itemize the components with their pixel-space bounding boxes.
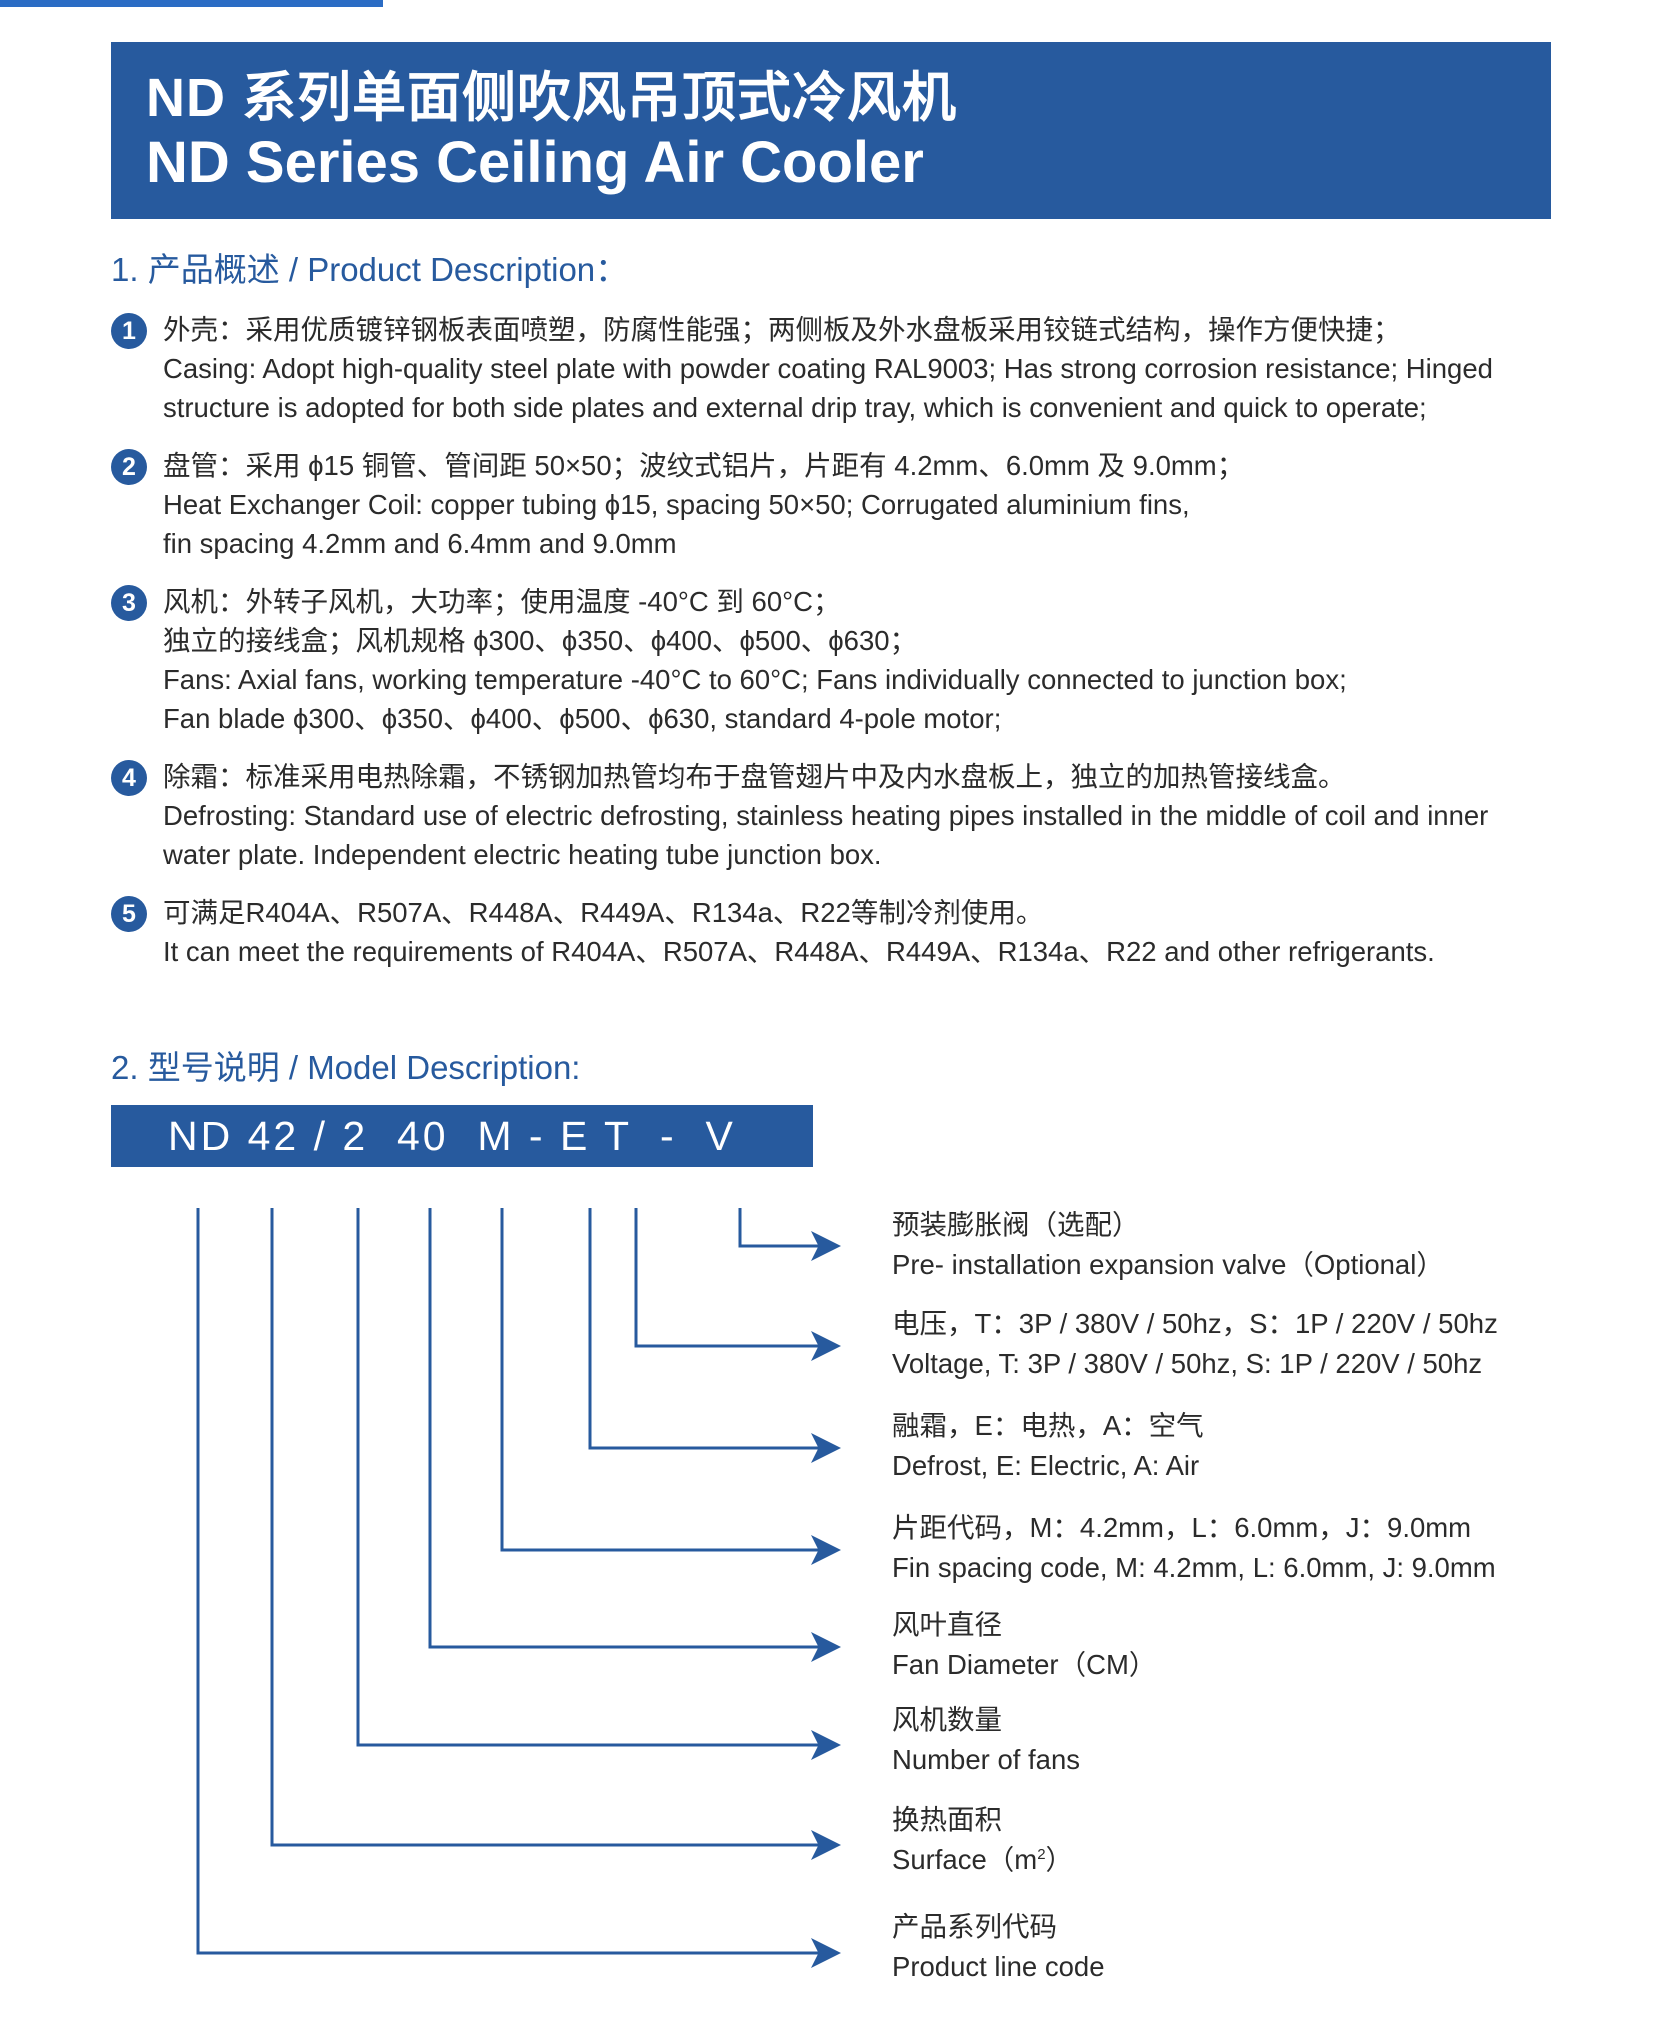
connector-fan-count bbox=[356, 1208, 841, 1760]
label-zh: 产品系列代码 bbox=[892, 1911, 1057, 1942]
top-accent-bar bbox=[0, 0, 383, 7]
item-text-line: Fan blade ϕ300、ϕ350、ϕ400、ϕ500、ϕ630, stan… bbox=[163, 703, 1002, 734]
label-zh: 电压，T：3P / 380V / 50hz，S：1P / 220V / 50hz bbox=[892, 1308, 1498, 1339]
page-header: ND 系列单面侧吹风吊顶式冷风机 ND Series Ceiling Air C… bbox=[111, 42, 1551, 219]
label-zh: 风叶直径 bbox=[892, 1609, 1002, 1640]
product-description-list: 1 外壳：采用优质镀锌钢板表面喷塑，防腐性能强；两侧板及外水盘板采用铰链式结构，… bbox=[111, 310, 1571, 990]
label-en: Defrost, E: Electric, A: Air bbox=[892, 1450, 1200, 1481]
item-text-line: structure is adopted for both side plate… bbox=[163, 392, 1427, 423]
item-text-line: 盘管：采用 ϕ15 铜管、管间距 50×50；波纹式铝片，片距有 4.2mm、6… bbox=[163, 450, 1245, 481]
label-fan-count: 风机数量 Number of fans bbox=[892, 1700, 1080, 1780]
connector-surface bbox=[270, 1208, 841, 1860]
item-number-badge: 4 bbox=[111, 760, 147, 796]
title-english: ND Series Ceiling Air Cooler bbox=[146, 130, 924, 195]
item-text-line: Casing: Adopt high-quality steel plate w… bbox=[163, 353, 1493, 384]
list-item: 4 除霜：标准采用电热除霜，不锈钢加热管均布于盘管翅片中及内水盘板上，独立的加热… bbox=[111, 757, 1571, 874]
title-chinese: ND 系列单面侧吹风吊顶式冷风机 bbox=[146, 68, 957, 128]
label-en: Pre- installation expansion valve（Option… bbox=[892, 1249, 1444, 1280]
label-fan-diameter: 风叶直径 Fan Diameter（CM） bbox=[892, 1605, 1156, 1685]
connector-product-line bbox=[196, 1208, 841, 1968]
model-description-heading: 2. 型号说明 / Model Description: bbox=[111, 1049, 581, 1086]
item-text-line: Fans: Axial fans, working temperature -4… bbox=[163, 664, 1347, 695]
label-en: Fan Diameter（CM） bbox=[892, 1649, 1157, 1680]
label-en: Voltage, T: 3P / 380V / 50hz, S: 1P / 22… bbox=[892, 1348, 1483, 1379]
label-product-line: 产品系列代码 Product line code bbox=[892, 1907, 1105, 1987]
item-number-badge: 2 bbox=[111, 449, 147, 485]
list-item: 2 盘管：采用 ϕ15 铜管、管间距 50×50；波纹式铝片，片距有 4.2mm… bbox=[111, 446, 1571, 563]
item-number-badge: 3 bbox=[111, 585, 147, 621]
label-surface: 换热面积 Surface（m2） bbox=[892, 1800, 1073, 1880]
label-en: Fin spacing code, M: 4.2mm, L: 6.0mm, J:… bbox=[892, 1552, 1496, 1583]
item-text-line: 风机：外转子风机，大功率；使用温度 -40°C 到 60°C； bbox=[163, 586, 841, 617]
label-en: Product line code bbox=[892, 1951, 1105, 1982]
label-zh: 预装膨胀阀（选配） bbox=[892, 1209, 1140, 1240]
item-text-line: 可满足R404A、R507A、R448A、R449A、R134a、R22等制冷剂… bbox=[163, 897, 1044, 928]
label-en-tail: ） bbox=[1045, 1844, 1074, 1875]
list-item: 1 外壳：采用优质镀锌钢板表面喷塑，防腐性能强；两侧板及外水盘板采用铰链式结构，… bbox=[111, 310, 1571, 427]
label-en: Surface（m2） bbox=[892, 1840, 1073, 1880]
label-zh: 片距代码，M：4.2mm，L：6.0mm，J：9.0mm bbox=[892, 1512, 1472, 1543]
connector-voltage bbox=[634, 1208, 841, 1361]
item-text-line: Heat Exchanger Coil: copper tubing ϕ15, … bbox=[163, 489, 1190, 520]
item-text-line: 除霜：标准采用电热除霜，不锈钢加热管均布于盘管翅片中及内水盘板上，独立的加热管接… bbox=[163, 761, 1346, 792]
connector-defrost bbox=[588, 1208, 841, 1463]
label-defrost: 融霜，E：电热，A：空气 Defrost, E: Electric, A: Ai… bbox=[892, 1406, 1204, 1486]
connector-fin-spacing bbox=[500, 1208, 841, 1565]
model-code-bar: ND 42 / 2 40 M - E T - V bbox=[111, 1105, 813, 1167]
item-text-line: Defrosting: Standard use of electric def… bbox=[163, 800, 1489, 831]
connector-expansion-valve bbox=[738, 1208, 841, 1261]
item-number-badge: 1 bbox=[111, 313, 147, 349]
label-voltage: 电压，T：3P / 380V / 50hz，S：1P / 220V / 50hz… bbox=[892, 1304, 1498, 1384]
label-en-superscript: 2 bbox=[1037, 1845, 1046, 1863]
list-item: 5 可满足R404A、R507A、R448A、R449A、R134a、R22等制… bbox=[111, 893, 1571, 971]
label-fin-spacing: 片距代码，M：4.2mm，L：6.0mm，J：9.0mm Fin spacing… bbox=[892, 1508, 1496, 1588]
list-item: 3 风机：外转子风机，大功率；使用温度 -40°C 到 60°C； 独立的接线盒… bbox=[111, 582, 1571, 738]
label-zh: 风机数量 bbox=[892, 1704, 1002, 1735]
product-description-heading: 1. 产品概述 / Product Description： bbox=[111, 251, 629, 288]
label-expansion-valve: 预装膨胀阀（选配） Pre- installation expansion va… bbox=[892, 1205, 1444, 1285]
item-number-badge: 5 bbox=[111, 896, 147, 932]
connector-fan-diameter bbox=[428, 1208, 841, 1662]
item-text-line: 独立的接线盒；风机规格 ϕ300、ϕ350、ϕ400、ϕ500、ϕ630； bbox=[163, 625, 918, 656]
label-zh: 融霜，E：电热，A：空气 bbox=[892, 1410, 1204, 1441]
label-zh: 换热面积 bbox=[892, 1804, 1002, 1835]
item-text-line: fin spacing 4.2mm and 6.4mm and 9.0mm bbox=[163, 528, 677, 559]
label-en-text: Surface（m bbox=[892, 1844, 1038, 1875]
item-text-line: It can meet the requirements of R404A、R5… bbox=[163, 936, 1435, 967]
label-en: Number of fans bbox=[892, 1744, 1081, 1775]
item-text-line: water plate. Independent electric heatin… bbox=[163, 839, 882, 870]
item-text-line: 外壳：采用优质镀锌钢板表面喷塑，防腐性能强；两侧板及外水盘板采用铰链式结构，操作… bbox=[163, 314, 1401, 345]
